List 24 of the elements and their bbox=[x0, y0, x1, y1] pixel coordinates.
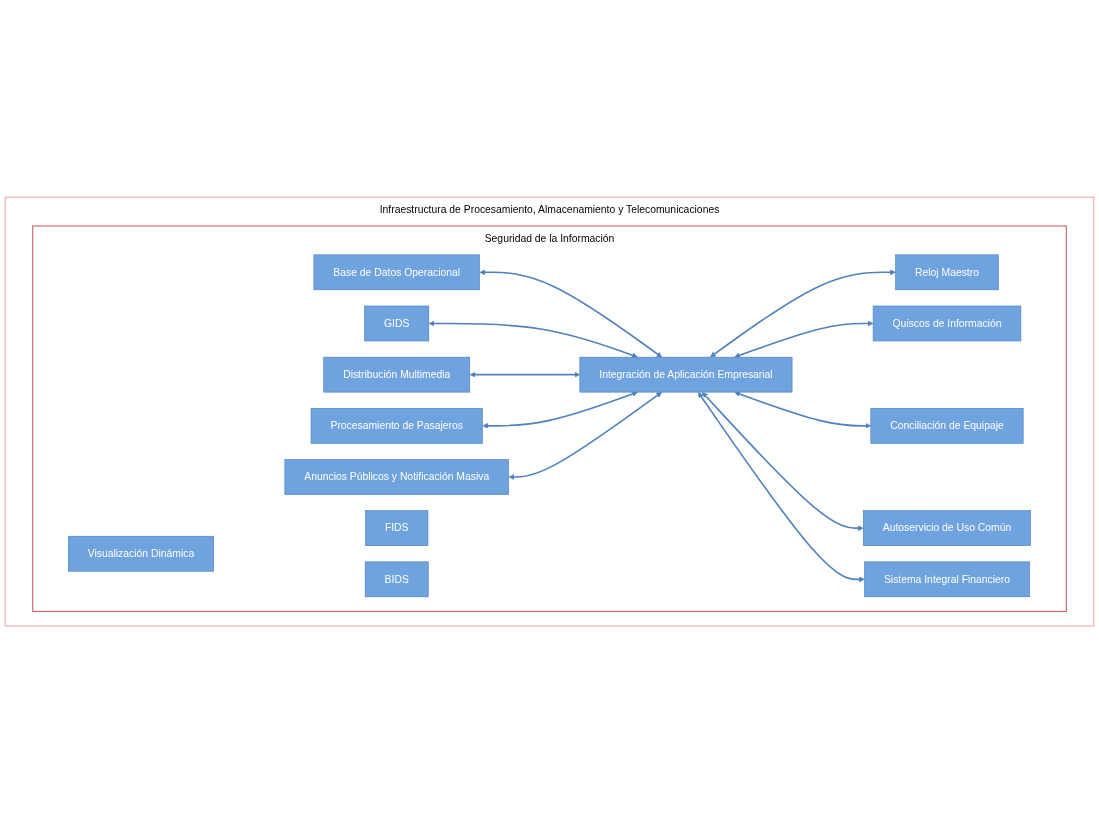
node-box: Distribución Multimedia bbox=[323, 357, 471, 393]
node-box: Integración de Aplicación Empresarial bbox=[579, 357, 793, 393]
node-box: Procesamiento de Pasajeros bbox=[310, 408, 483, 445]
node-box: BIDS bbox=[364, 561, 429, 598]
node-box: Quiscos de Información bbox=[872, 306, 1022, 342]
arrow bbox=[508, 392, 662, 481]
node-box: Conciliación de Equipaje bbox=[870, 408, 1024, 445]
arrow bbox=[734, 321, 874, 359]
node-box: Anuncios Públicos y Notificación Masiva bbox=[284, 459, 509, 496]
node-box: Base de Datos Operacional bbox=[313, 254, 480, 291]
node-box: Autoservicio de Uso Común bbox=[863, 510, 1031, 547]
arrow bbox=[697, 392, 865, 583]
arrow bbox=[469, 372, 581, 378]
arrow bbox=[482, 391, 638, 430]
arrow bbox=[428, 321, 638, 359]
node-box: FIDS bbox=[365, 510, 429, 547]
node-box: Reloj Maestro bbox=[895, 254, 999, 291]
node-box: GIDS bbox=[364, 306, 430, 342]
arrow bbox=[479, 269, 662, 358]
arrow bbox=[710, 269, 896, 358]
arrow bbox=[702, 392, 864, 532]
arrow bbox=[734, 391, 872, 430]
node-box: Sistema Integral Financiero bbox=[864, 561, 1030, 598]
node-box: Visualización Dinámica bbox=[68, 536, 214, 572]
